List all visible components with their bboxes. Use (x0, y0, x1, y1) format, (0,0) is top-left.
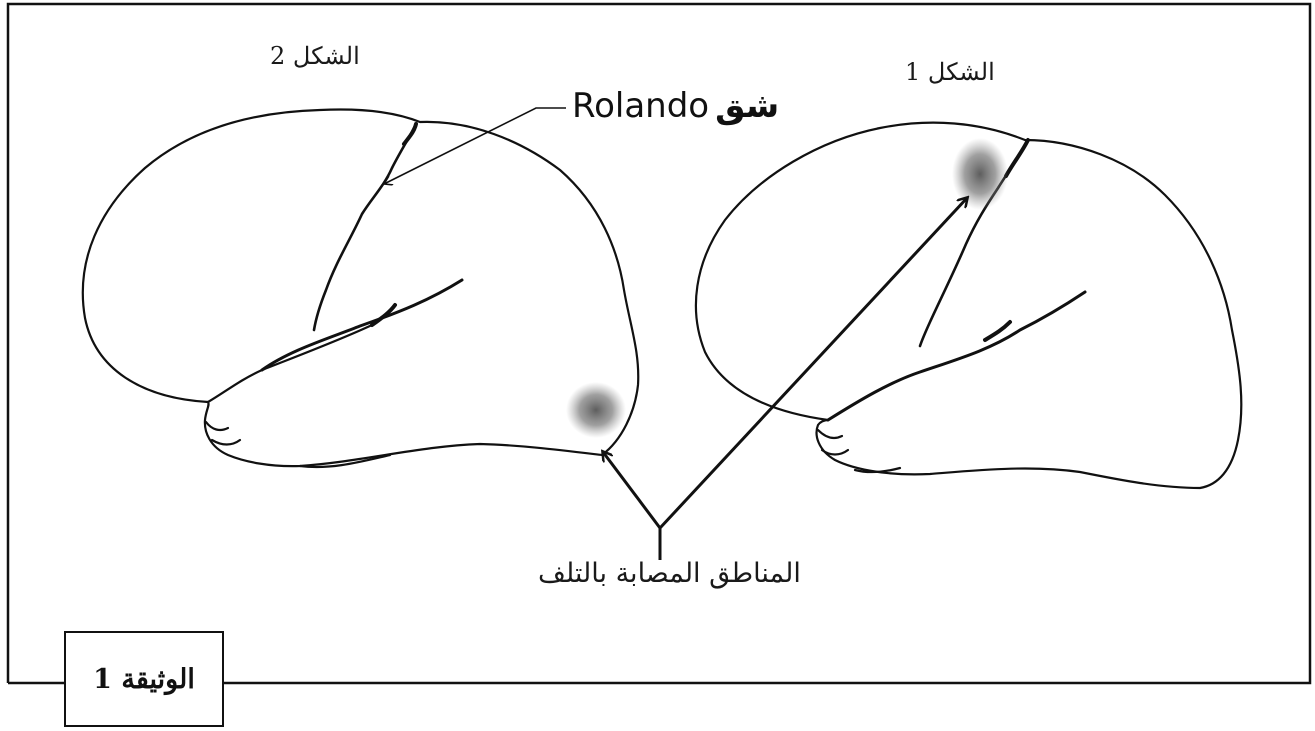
figure-2-temporal-lobe (208, 325, 372, 402)
damaged-area-arrow-to-figure-2 (603, 452, 660, 528)
document-label-box: الوثيقة 1 (64, 631, 224, 727)
figure-1-lesion (952, 138, 1008, 210)
figure-2-title: الشكل 2 (270, 42, 360, 70)
damaged-area-arrow-to-figure-1 (660, 198, 967, 528)
figure-1-sylvian-fissure (828, 292, 1085, 420)
rolando-arabic-label: شق (715, 86, 779, 126)
figure-2-lesion (566, 382, 626, 438)
figure-2-sylvian-fissure (262, 280, 462, 370)
figure-2-brain (83, 110, 638, 468)
figure-2-rolando-fissure (314, 124, 416, 330)
figure-2-brain-outline (83, 110, 638, 467)
figure-1-title: الشكل 1 (905, 58, 995, 86)
rolando-latin-label: Rolando (572, 86, 709, 126)
damaged-areas-label: المناطق المصابة بالتلف (538, 558, 801, 589)
document-label: الوثيقة 1 (93, 664, 195, 695)
